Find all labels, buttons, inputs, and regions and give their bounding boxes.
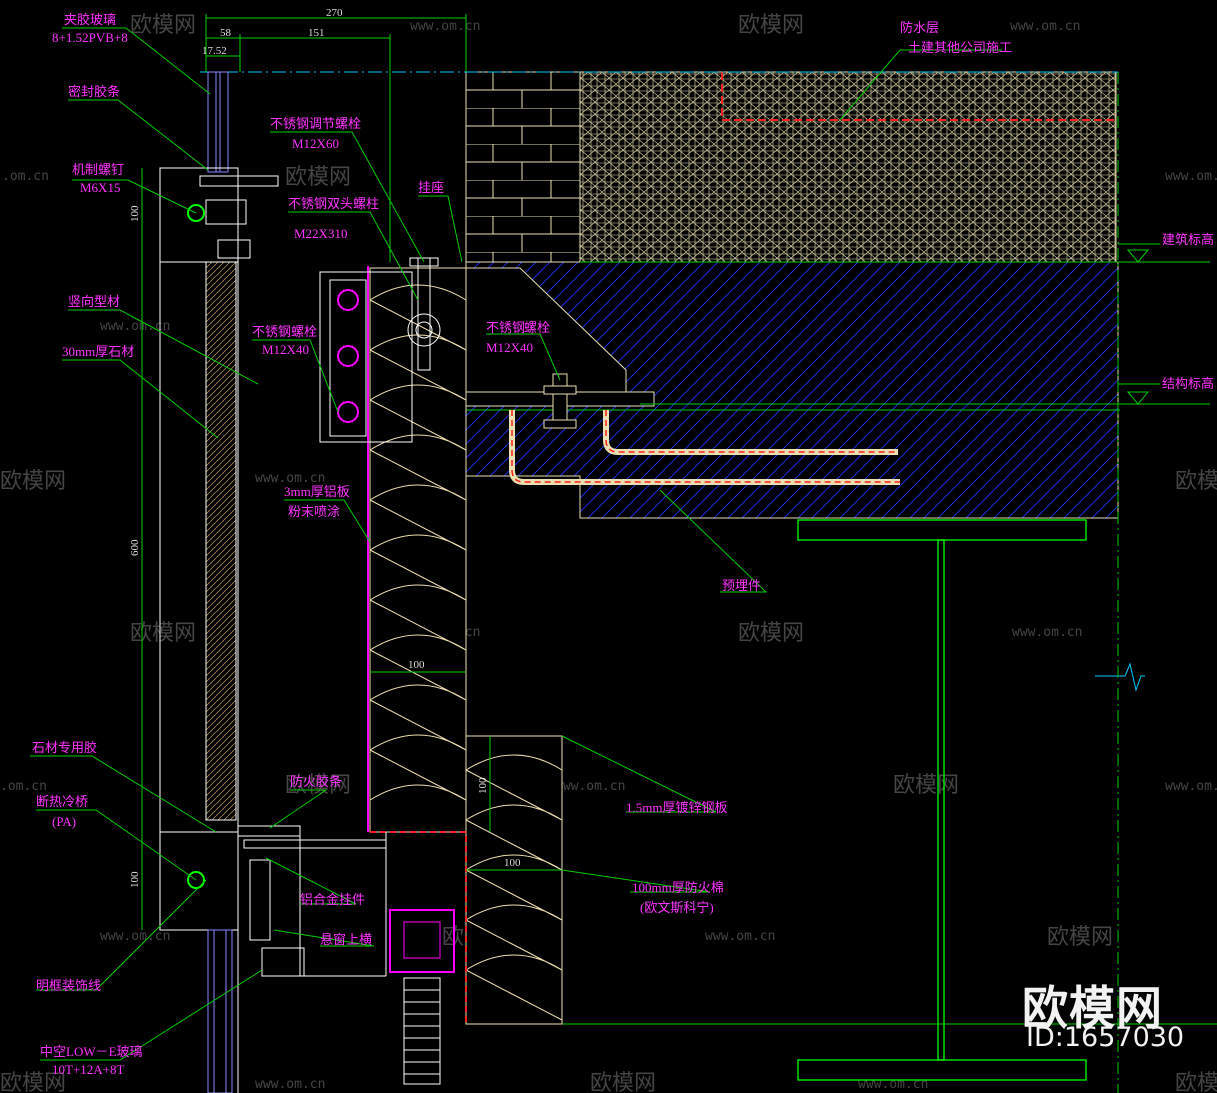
label-frame-trim: 明框装饰线	[36, 978, 101, 993]
watermark-url: www.om.cn	[858, 1077, 928, 1092]
label-al-panel-3mm: 3mm厚铝板	[284, 484, 350, 499]
watermark-url: www.om.cn	[100, 319, 170, 334]
label-ss-bolt: 不锈钢螺栓	[252, 324, 317, 339]
label-powder-coat: 粉末喷涂	[288, 504, 340, 519]
dimensions	[141, 14, 562, 930]
watermark-brand: 欧模网	[738, 621, 804, 646]
label-waterproof-note: 土建其他公司施工	[908, 40, 1012, 55]
brand-logo-text: 欧模网	[1022, 981, 1163, 1035]
label-ss-stud-bolt-spec: M22X310	[294, 226, 347, 241]
watermark-url: www.om.cn	[1010, 19, 1080, 34]
watermark-url: www.om.cn	[1012, 625, 1082, 640]
watermark-brand: 欧模网	[590, 1071, 656, 1093]
watermark-url: .om.cn	[0, 779, 47, 794]
watermark-url: www.om.cn	[555, 779, 625, 794]
label-fire-board: 100mm厚防火棉	[632, 880, 724, 895]
label-hanger: 挂座	[418, 180, 444, 195]
label-al-alloy-hanger: 铝合金挂件	[300, 892, 365, 907]
label-structure-elevation: 结构标高	[1162, 376, 1214, 391]
dimension-600: 600	[129, 539, 141, 556]
label-upper-sash: 悬窗上横	[320, 932, 372, 947]
dimension-100-fire: 100	[504, 857, 521, 869]
hollow-glass	[207, 929, 233, 1093]
label-stone-glue: 石材专用胶	[32, 740, 97, 755]
label-ss-stud-bolt: 不锈钢双头螺柱	[288, 196, 379, 211]
watermark-brand: 欧模网	[0, 469, 66, 494]
transom-bottom	[159, 831, 239, 931]
label-stone-30mm: 30mm厚石材	[62, 344, 134, 359]
watermark-url: www.om.cn	[410, 19, 480, 34]
label-embedded-part: 预埋件	[722, 578, 761, 593]
label-waterproof-layer: 防水层	[900, 20, 939, 35]
watermark-url: www.om.cn	[255, 1077, 325, 1092]
brick-masonry	[465, 71, 581, 263]
watermark-brand: 欧模网	[285, 773, 351, 798]
dimension-texts: 270 58 151 17.52 100 600 100 100 100 100	[129, 7, 521, 888]
watermark-brand: 欧模网	[738, 13, 804, 38]
label-fire-strip: 防火胶条	[290, 774, 342, 789]
label-vertical-profile: 竖向型材	[68, 294, 120, 309]
dimension-100-top: 100	[129, 205, 141, 222]
watermark-url: .om.cn	[2, 169, 49, 184]
label-thermal-break-pa: (PA)	[52, 814, 76, 829]
watermark-brand: 欧模网	[893, 773, 959, 798]
label-laminated-glass: 夹胶玻璃	[64, 12, 116, 27]
transom-top	[159, 167, 239, 263]
watermark-brand: 欧模网	[0, 1071, 66, 1093]
label-hollow-glass-spec: 10T+12A+8T	[52, 1062, 124, 1077]
dimension-100-small: 100	[477, 777, 489, 794]
watermark-brand: 欧模网	[1047, 925, 1113, 950]
dimension-58: 58	[220, 27, 232, 39]
label-ss-adjust-bolt: 不锈钢调节螺栓	[270, 116, 361, 131]
facade	[159, 71, 455, 1093]
brand-id: ID:1657030	[1026, 1022, 1185, 1053]
watermark-brand: 欧模网	[285, 165, 351, 190]
dimension-100-bottom: 100	[129, 871, 141, 888]
laminated-glass	[207, 71, 229, 173]
label-anchor-bolt-spec: M12X40	[486, 340, 533, 355]
label-sealant: 密封胶条	[68, 84, 120, 99]
label-anchor-bolt-b: 螺栓	[524, 320, 550, 335]
fire-board	[465, 735, 563, 1025]
building-structure	[200, 71, 1217, 1093]
dimension-151: 151	[308, 27, 325, 39]
ceramsite-fill	[579, 71, 1117, 263]
label-machine-screw-spec: M6X15	[80, 180, 120, 195]
stone-panel	[205, 261, 237, 821]
dimension-100-insulation: 100	[408, 659, 425, 671]
watermark-brand: 欧模网	[130, 13, 196, 38]
dimension-270: 270	[326, 7, 343, 19]
label-ss-adjust-bolt-spec: M12X60	[292, 136, 339, 151]
break-line	[1095, 662, 1145, 692]
watermark-url: www.om.cn	[1165, 169, 1217, 184]
label-fire-board-brand: (欧文斯科宁)	[640, 900, 714, 915]
label-machine-screw: 机制螺钉	[72, 162, 124, 177]
watermark-brand: 欧模网	[1175, 1071, 1217, 1093]
steel-beam	[797, 519, 1087, 1081]
waterproof-edge	[721, 72, 1118, 121]
label-galv-steel: 1.5mm厚镀锌钢板	[626, 800, 727, 815]
label-hollow-glass: 中空LOW－E玻璃	[40, 1044, 143, 1059]
label-thermal-break: 断热冷桥	[36, 794, 88, 809]
watermark-brand: 欧模网	[1175, 469, 1217, 494]
steel-plate	[319, 271, 413, 443]
window-operator	[389, 909, 455, 973]
watermark-url: www.om.cn	[100, 929, 170, 944]
label-laminated-glass-spec: 8+1.52PVB+8	[52, 30, 128, 45]
labels: 夹胶玻璃 8+1.52PVB+8 密封胶条 机制螺钉 M6X15 竖向型材 30…	[32, 12, 1214, 1077]
label-ss-bolt-spec: M12X40	[262, 342, 309, 357]
watermark-brand: 欧模网	[130, 621, 196, 646]
label-building-elevation: 建筑标高	[1162, 232, 1214, 247]
label-anchor-bolt-a: 不锈钢	[486, 320, 525, 335]
watermark-url: www.om.cn	[705, 929, 775, 944]
leader-lines	[30, 27, 1160, 1061]
watermark-url: www.om.cn	[255, 471, 325, 486]
dimension-17-52: 17.52	[202, 45, 227, 57]
watermark-url: www.om.cn	[1165, 779, 1217, 794]
